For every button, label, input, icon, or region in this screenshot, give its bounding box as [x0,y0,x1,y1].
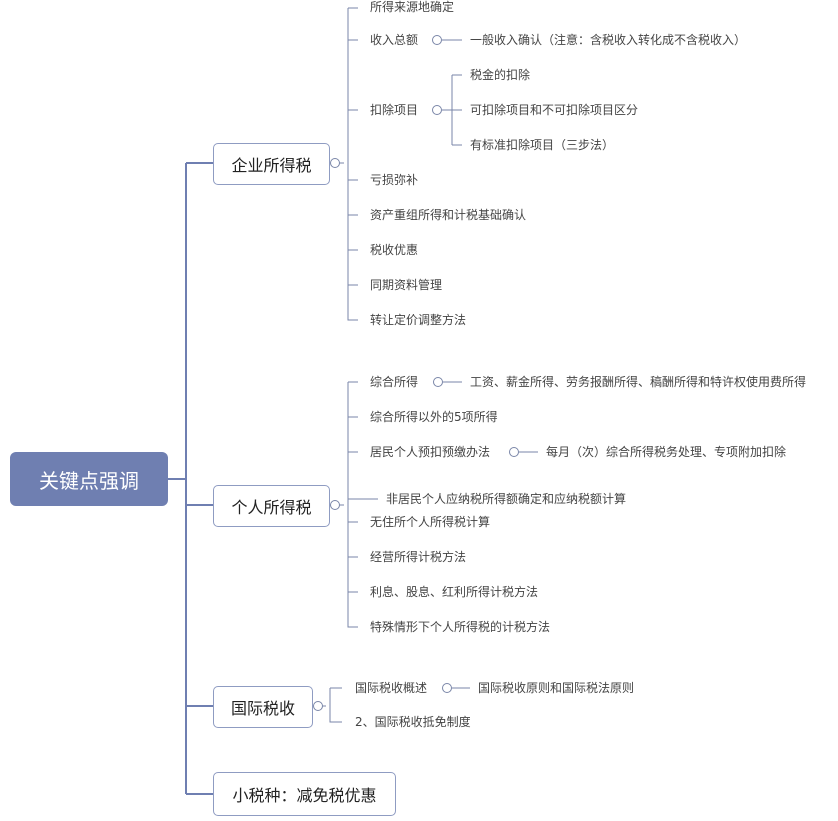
leaf-subitem[interactable]: 每月（次）综合所得税务处理、专项附加扣除 [546,445,787,459]
collapse-toggle-icon[interactable] [330,158,340,168]
leaf-item[interactable]: 非居民个人应纳税所得额确定和应纳税额计算 [386,492,627,506]
branch-label: 个人所得税 [231,498,312,517]
leaf-item[interactable]: 亏损弥补 [370,173,419,187]
leaf-item[interactable]: 转让定价调整方法 [370,313,467,327]
leaf-item[interactable]: 所得来源地确定 [370,0,455,14]
leaf-item[interactable]: 税收优惠 [370,243,419,257]
branch-enterprise-income-tax[interactable]: 企业所得税 [213,143,330,185]
leaf-subitem[interactable]: 工资、薪金所得、劳务报酬所得、稿酬所得和特许权使用费所得 [470,375,807,389]
leaf-item[interactable]: 综合所得 [370,375,419,389]
b2-vertical [347,382,358,628]
collapse-toggle-icon[interactable] [432,105,442,115]
leaf-item[interactable]: 无住所个人所得税计算 [370,515,491,529]
b3-vertical [329,688,342,723]
leaf-item[interactable]: 经营所得计税方法 [370,550,467,564]
branch-individual-income-tax[interactable]: 个人所得税 [213,485,330,527]
root-label: 关键点强调 [39,468,139,493]
collapse-toggle-icon[interactable] [432,35,442,45]
leaf-item[interactable]: 综合所得以外的5项所得 [370,410,498,424]
leaf-item[interactable]: 利息、股息、红利所得计税方法 [370,585,539,599]
collapse-toggle-icon[interactable] [442,683,452,693]
leaf-subitem[interactable]: 有标准扣除项目（三步法） [470,138,615,152]
branch-international-tax[interactable]: 国际税收 [213,686,313,728]
leaf-item[interactable]: 扣除项目 [370,103,419,117]
leaf-subitem[interactable]: 税金的扣除 [470,68,531,82]
branch-minor-taxes[interactable]: 小税种：减免税优惠 [213,772,396,816]
leaf-subitem[interactable]: 国际税收原则和国际税法原则 [478,681,635,695]
branch-label: 国际税收 [230,699,295,718]
leaf-item[interactable]: 2、国际税收抵免制度 [355,715,471,729]
collapse-toggle-icon[interactable] [509,447,519,457]
root-node[interactable]: 关键点强调 [10,452,168,506]
collapse-toggle-icon[interactable] [433,377,443,387]
branch-label: 企业所得税 [231,156,312,175]
leaf-item[interactable]: 特殊情形下个人所得税的计税方法 [370,620,551,634]
leaf-item[interactable]: 资产重组所得和计税基础确认 [370,208,527,222]
leaf-item[interactable]: 国际税收概述 [355,681,428,695]
leaf-subitem[interactable]: 可扣除项目和不可扣除项目区分 [470,103,639,117]
leaf-item[interactable]: 收入总额 [370,33,419,47]
branch-label: 小税种：减免税优惠 [232,786,377,805]
leaf-item[interactable]: 居民个人预扣预缴办法 [370,445,491,459]
leaf-subitem[interactable]: 一般收入确认（注意：含税收入转化成不含税收入） [470,33,747,47]
collapse-toggle-icon[interactable] [313,701,323,711]
leaf-item[interactable]: 同期资料管理 [370,278,443,292]
b1-vertical [347,8,358,321]
collapse-toggle-icon[interactable] [330,500,340,510]
